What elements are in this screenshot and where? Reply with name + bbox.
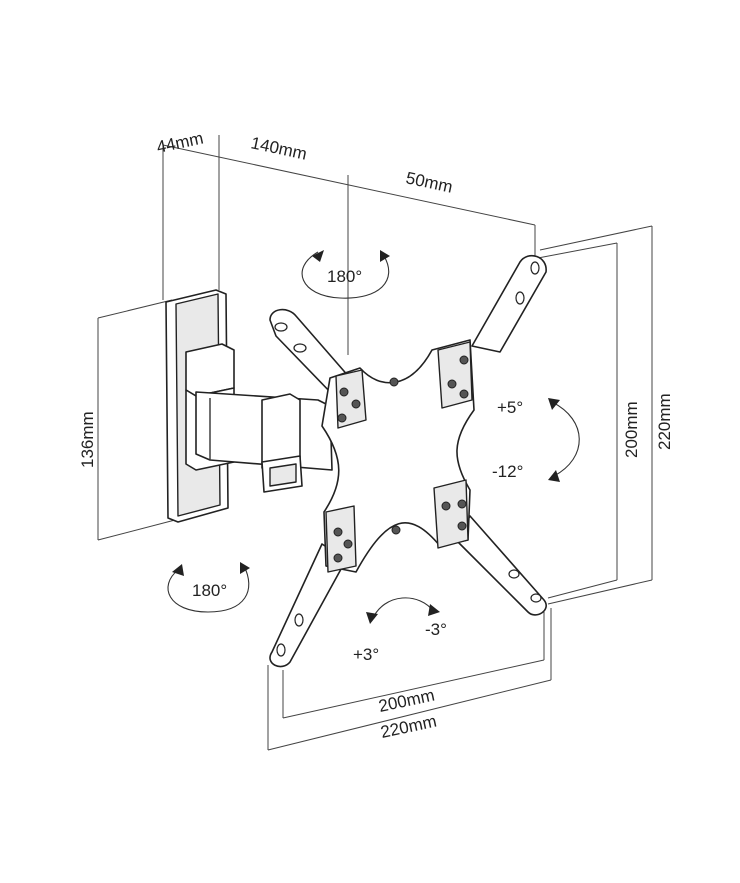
- dim-136mm: 136mm: [78, 411, 97, 468]
- dim-220mm-horizontal: 220mm: [379, 712, 438, 742]
- angle-rotate-negative: -3°: [425, 620, 447, 639]
- rotate-arrow: [366, 597, 440, 624]
- dim-220mm-vertical: 220mm: [655, 393, 674, 450]
- dim-140mm: 140mm: [249, 133, 308, 163]
- angle-bottom-swivel: 180°: [192, 581, 227, 600]
- swivel-arrow-top: [301, 250, 390, 299]
- angle-rotate-positive: +3°: [353, 645, 379, 664]
- angle-tilt-down: -12°: [492, 462, 523, 481]
- swivel-arrow-bottom: [167, 562, 250, 613]
- swivel-arm: [185, 343, 333, 493]
- tilt-arrow: [548, 398, 580, 482]
- angle-top-swivel: 180°: [327, 267, 362, 286]
- vesa-plate: [269, 254, 547, 668]
- dim-200mm-horizontal: 200mm: [377, 686, 436, 716]
- dim-200mm-vertical: 200mm: [622, 401, 641, 458]
- angle-tilt-up: +5°: [497, 398, 523, 417]
- dimension-lines: [97, 135, 653, 751]
- dim-50mm: 50mm: [404, 168, 454, 196]
